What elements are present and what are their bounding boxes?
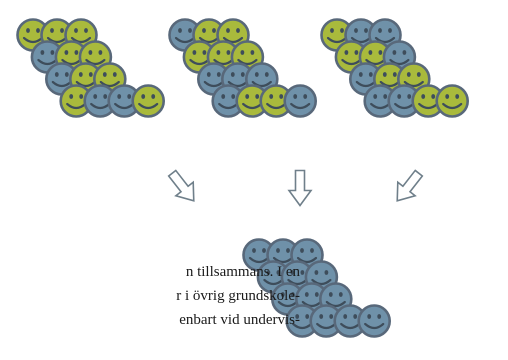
group-result: [242, 238, 392, 338]
body-text-line-1: n tillsammans. I en: [185, 264, 300, 280]
smiley-face: [285, 304, 320, 338]
smiley-face: [235, 84, 269, 118]
smiley-face: [387, 84, 422, 118]
group-left: [16, 18, 165, 118]
arrow-down-right: [167, 169, 195, 202]
smiley-face: [131, 84, 165, 118]
arrow-down-left: [396, 169, 424, 202]
group-right: [320, 18, 470, 118]
arrow-down: [287, 169, 313, 207]
body-text-line-3: enbart vid undervis-: [179, 312, 300, 328]
body-text-line-2: r i övrig grundskole-: [176, 288, 300, 304]
smiley-face: [357, 304, 392, 338]
smiley-face: [283, 84, 318, 118]
smiley-face: [435, 84, 470, 118]
group-middle: [168, 18, 318, 118]
